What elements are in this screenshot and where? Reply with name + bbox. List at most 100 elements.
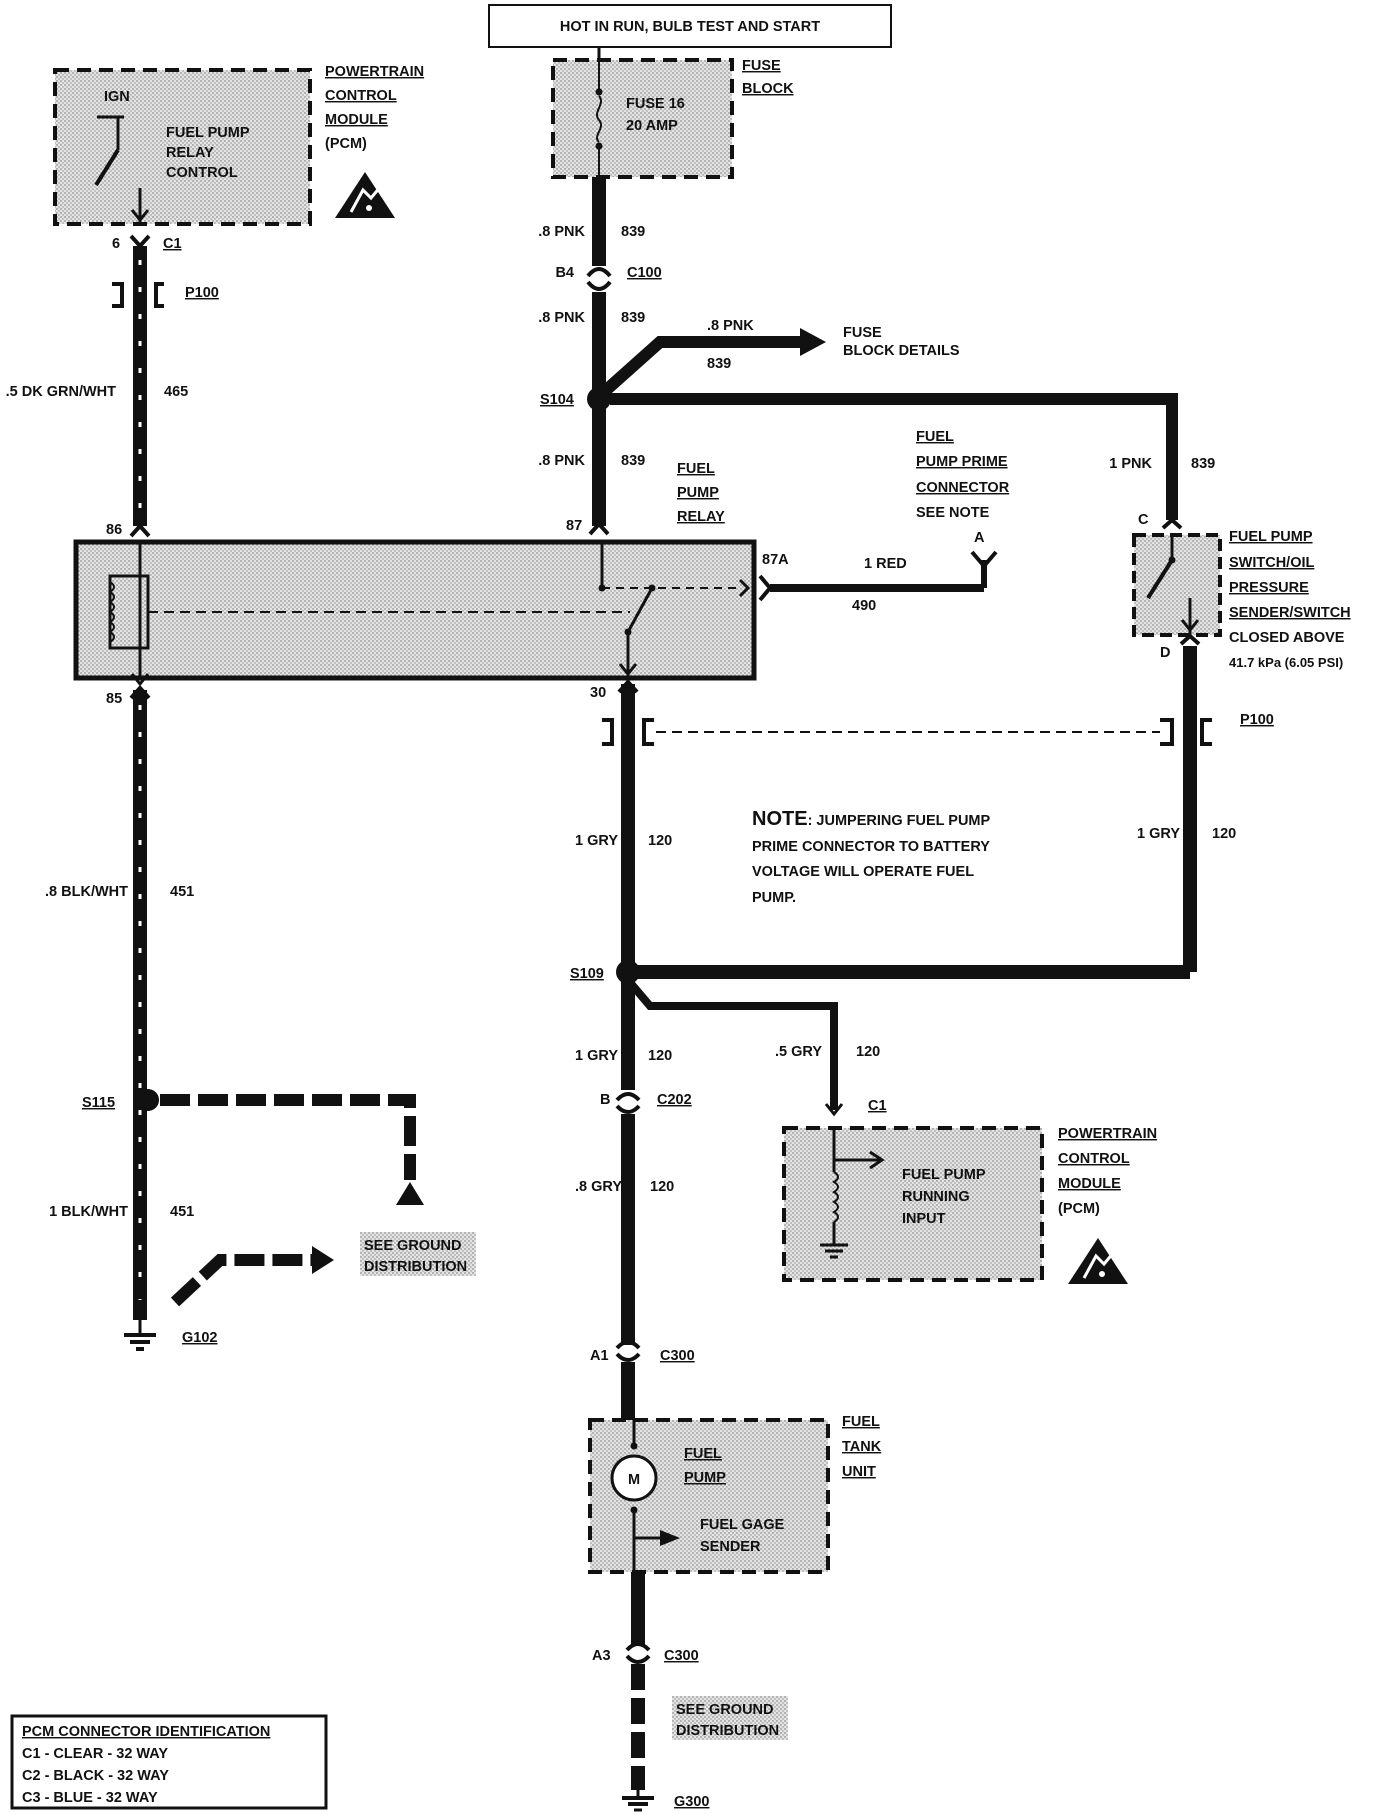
oil-switch-title-1: FUEL PUMP: [1229, 529, 1313, 545]
relay-title-1: FUEL: [677, 461, 715, 477]
ground-ref-bottom: SEE GROUND DISTRIBUTION: [672, 1696, 788, 1740]
pcm-bottom-title-2: CONTROL: [1058, 1151, 1130, 1167]
w839a-circuit: 839: [621, 224, 645, 240]
w490-circuit: 490: [852, 598, 876, 614]
note-line-2: PRIME CONNECTOR TO BATTERY: [752, 839, 990, 855]
w451a-size: .8 BLK/WHT: [45, 884, 128, 900]
w839b-circuit: 839: [621, 310, 645, 326]
prime-title-2: PUMP PRIME: [916, 454, 1008, 470]
pcm-bottom-connector: C1: [868, 1098, 887, 1114]
ground-ref-bottom-2: DISTRIBUTION: [676, 1723, 779, 1739]
c100-connector: C100: [627, 265, 662, 281]
g300-label: G300: [674, 1794, 709, 1810]
pcm-bottom-title-1: POWERTRAIN: [1058, 1126, 1157, 1142]
w120e-size: .8 GRY: [575, 1179, 622, 1195]
w120b-size: 1 GRY: [1137, 826, 1180, 842]
c100-pin: B4: [555, 265, 574, 281]
w120c-circuit: 120: [648, 1048, 672, 1064]
fuse-label-2: 20 AMP: [626, 118, 678, 134]
pcm-bottom-title-4: (PCM): [1058, 1201, 1100, 1217]
pcm-top-title-1: POWERTRAIN: [325, 64, 424, 80]
oil-switch-pin-d: D: [1160, 645, 1170, 661]
fuse-icon: [596, 95, 602, 143]
fuse-details-size: .8 PNK: [707, 318, 754, 334]
fuse-details-circuit: 839: [707, 356, 731, 372]
power-header: HOT IN RUN, BULB TEST AND START: [488, 4, 892, 48]
note-line-1: : JUMPERING FUEL PUMP: [808, 813, 991, 829]
pcm-input-label-3: INPUT: [902, 1211, 946, 1227]
pcm-top-module: IGN FUEL PUMP RELAY CONTROL: [53, 68, 312, 226]
pcm-top-connector: C1: [163, 236, 182, 252]
fuse-block: FUSE 16 20 AMP: [551, 47, 734, 179]
esd-warning-icon: [333, 170, 397, 220]
wire-465: [112, 234, 164, 538]
relay-pin-87: 87: [566, 518, 582, 534]
legend-row-3: C3 - BLUE - 32 WAY: [22, 1790, 158, 1806]
resistor-icon: [832, 1171, 839, 1223]
ground-ref-left: SEE GROUND DISTRIBUTION: [360, 1232, 476, 1276]
relay-switch-icon: [626, 587, 654, 633]
pcm-input-label-1: FUEL PUMP: [902, 1167, 986, 1183]
w120e-circuit: 120: [650, 1179, 674, 1195]
coil-icon: [108, 581, 115, 643]
fuel-gage-sender-icon: [660, 1530, 680, 1546]
g102-label: G102: [182, 1330, 217, 1346]
w465-size: .5 DK GRN/WHT: [6, 384, 117, 400]
c300b-pin: A3: [592, 1648, 611, 1664]
relay-pin-85: 85: [106, 691, 122, 707]
w839d-circuit: 839: [1191, 456, 1215, 472]
w120a-circuit: 120: [648, 833, 672, 849]
c300a-pin: A1: [590, 1348, 609, 1364]
motor-label: M: [628, 1472, 640, 1488]
relay-control-label-1: FUEL PUMP: [166, 125, 250, 141]
wire-490: [758, 550, 998, 602]
c300b-connector: C300: [664, 1648, 699, 1664]
oil-switch-title-5: CLOSED ABOVE: [1229, 630, 1345, 646]
s115-label: S115: [82, 1095, 115, 1111]
fuel-pump-motor-icon: [610, 1454, 658, 1502]
pcm-top-title-3: MODULE: [325, 112, 388, 128]
w839b-size: .8 PNK: [538, 310, 585, 326]
fuel-tank-title-3: UNIT: [842, 1464, 876, 1480]
pressure-switch-icon: [1146, 558, 1174, 600]
wire-120-network: [602, 646, 1212, 1345]
c202-connector: C202: [657, 1092, 692, 1108]
arrow-right-icon: [800, 328, 826, 356]
p100-right-label: P100: [1240, 712, 1274, 728]
wire-451: [124, 685, 424, 1351]
wire-839-feed: [586, 177, 1183, 536]
note-line-4: PUMP.: [752, 890, 796, 906]
s109-label: S109: [570, 966, 604, 982]
prime-title-1: FUEL: [916, 429, 954, 445]
prime-title-4: SEE NOTE: [916, 505, 990, 521]
w120a-size: 1 GRY: [575, 833, 618, 849]
w490-size: 1 RED: [864, 556, 907, 572]
pcm-bottom-module: FUEL PUMP RUNNING INPUT: [782, 1126, 1044, 1282]
w120c-size: 1 GRY: [575, 1048, 618, 1064]
fuel-tank-unit: M FUEL PUMP FUEL GAGE SENDER: [588, 1418, 830, 1574]
splice-s115: [137, 1089, 159, 1111]
fuel-gage-label-1: FUEL GAGE: [700, 1517, 785, 1533]
relay-control-label-3: CONTROL: [166, 165, 238, 181]
c300a-connector: C300: [660, 1348, 695, 1364]
legend-row-1: C1 - CLEAR - 32 WAY: [22, 1746, 168, 1762]
wire-120-tank: [615, 1340, 641, 1420]
w120d-size: .5 GRY: [775, 1044, 822, 1060]
relay-pin-30: 30: [590, 685, 606, 701]
c202-pin: B: [600, 1092, 610, 1108]
relay-control-switch-icon: [94, 148, 120, 187]
note-block: NOTE: JUMPERING FUEL PUMP PRIME CONNECTO…: [752, 808, 991, 906]
power-header-label: HOT IN RUN, BULB TEST AND START: [560, 19, 820, 35]
fuel-tank-title-1: FUEL: [842, 1414, 880, 1430]
relay-title-3: RELAY: [677, 509, 725, 525]
pcm-top-pin: 6: [112, 236, 120, 252]
fuel-tank-title-2: TANK: [842, 1439, 882, 1455]
relay-pin-86: 86: [106, 522, 122, 538]
fuse-block-title-2: BLOCK: [742, 81, 794, 97]
w451b-size: 1 BLK/WHT: [49, 1204, 128, 1220]
pcm-top-title-2: CONTROL: [325, 88, 397, 104]
prime-title-3: CONNECTOR: [916, 480, 1010, 496]
legend-title: PCM CONNECTOR IDENTIFICATION: [22, 1724, 270, 1740]
w465-circuit: 465: [164, 384, 188, 400]
